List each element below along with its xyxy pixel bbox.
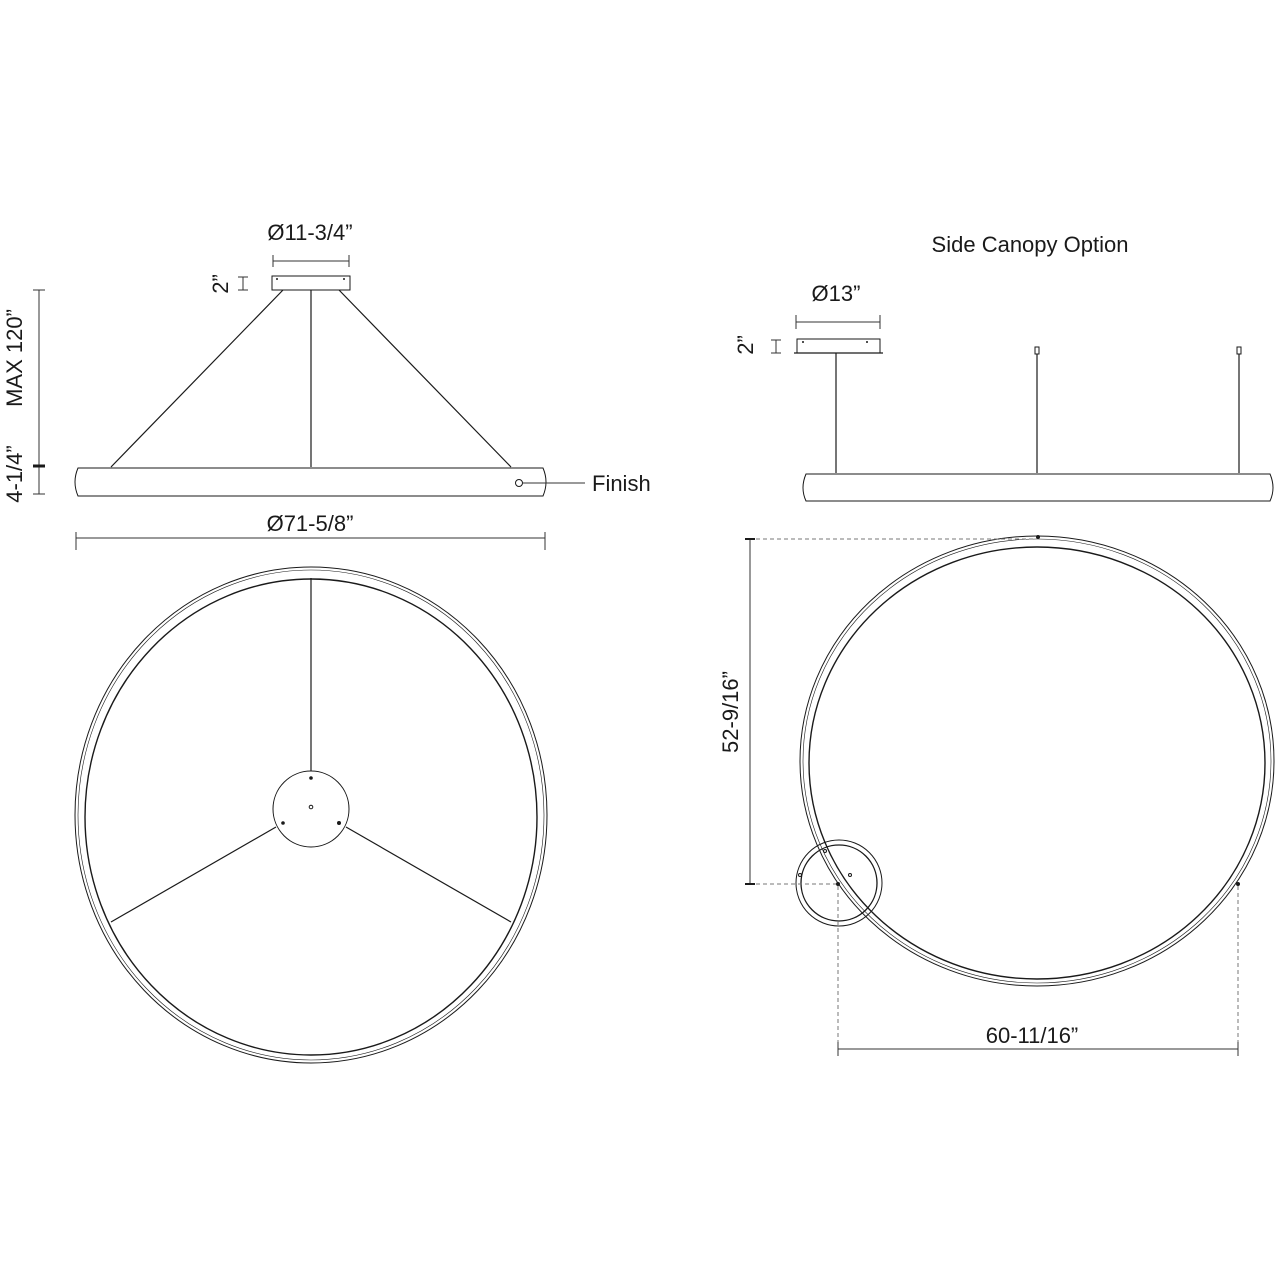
canopy-height-label: 2”: [208, 274, 233, 294]
cable-left: [110, 289, 284, 468]
side-canopy-height-label: 2”: [733, 335, 758, 355]
finish-label: Finish: [592, 471, 651, 496]
vertical-offset-dim: [745, 538, 1036, 885]
spoke-right: [345, 826, 512, 923]
side-ring-profile: [802, 473, 1274, 502]
side-canopy: [796, 338, 881, 354]
finish-marker: [515, 479, 523, 487]
side-canopy-width-dim: [795, 315, 881, 329]
canopy: [271, 275, 351, 291]
ring-outer: [74, 566, 548, 1064]
side-canopy-title: Side Canopy Option: [932, 232, 1129, 257]
canopy-diameter-label: Ø11-3/4”: [267, 220, 352, 245]
side-canopy-diameter-label: Ø13”: [812, 281, 861, 306]
height-dim: [33, 289, 45, 495]
horizontal-offset-label: 60-11/16”: [986, 1023, 1079, 1048]
spoke-left: [110, 826, 277, 923]
side-canopy-height-dim: [771, 339, 781, 354]
plan-view-center-canopy: [74, 566, 548, 1064]
front-elevation: Ø11-3/4” 2” Finish: [2, 220, 651, 550]
vertical-offset-label: 52-9/16”: [718, 671, 743, 753]
canopy-width-dim: [272, 255, 350, 267]
side-canopy-plan: [795, 839, 883, 927]
max-height-label: MAX 120”: [2, 309, 27, 407]
ring-diameter-label: Ø71-5/8”: [267, 511, 354, 536]
cable-right: [338, 289, 512, 468]
ring-diameter-dim: [75, 532, 546, 550]
side-ring-outer: [799, 535, 1275, 987]
canopy-height-dim: [238, 276, 248, 291]
horizontal-offset-dim: [837, 886, 1239, 1056]
plan-view-side-canopy: 52-9/16” 60-11/16”: [718, 535, 1275, 1056]
ring-profile: [74, 467, 547, 497]
side-canopy-elevation: Side Canopy Option Ø13” 2”: [733, 232, 1274, 502]
ring-height-label: 4-1/4”: [2, 445, 27, 502]
side-ring-inner: [808, 546, 1266, 980]
